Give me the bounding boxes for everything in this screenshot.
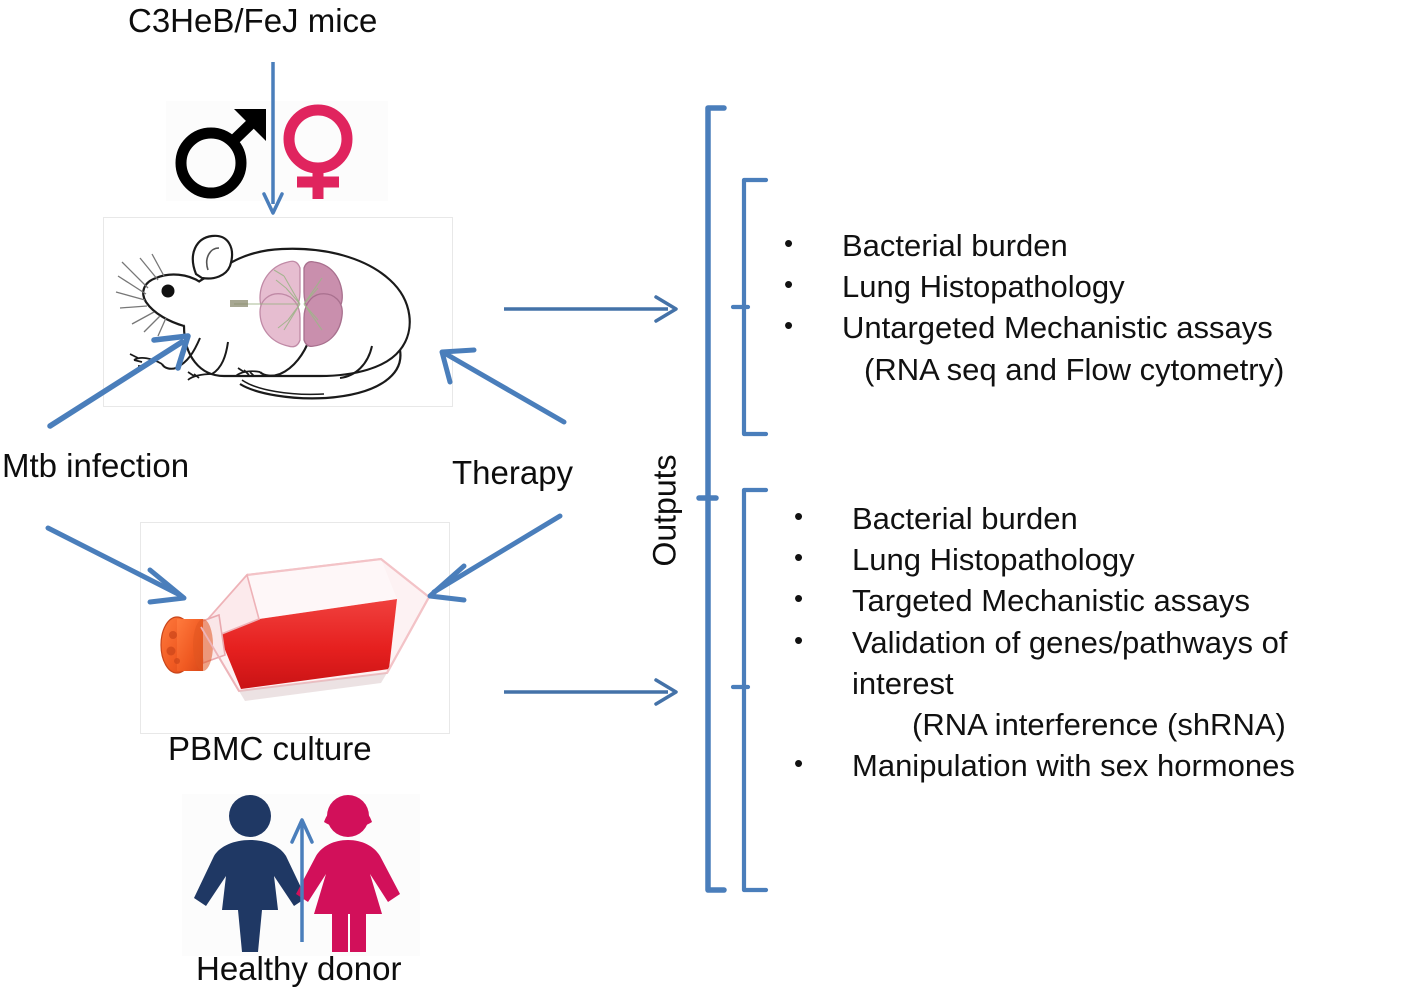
arrow-mtb-to-flask (45, 525, 187, 605)
bullet-marker: • (794, 583, 804, 614)
label-healthy-donor: Healthy donor (196, 950, 402, 987)
list-item-label: Lung Histopathology (852, 542, 1135, 578)
list-item-label: (RNA interference (shRNA) (912, 707, 1286, 743)
list-item-label: Untargeted Mechanistic assays (842, 310, 1273, 346)
arrow-therapy-to-flask (427, 513, 563, 603)
list-item-label: Targeted Mechanistic assays (852, 583, 1251, 619)
flask-cap-dimples (166, 631, 180, 664)
sex-symbols-panel (166, 101, 388, 201)
mouse-head (142, 273, 201, 328)
culture-flask-icon (160, 557, 431, 701)
bullet-marker: • (784, 228, 794, 258)
mouse-tail (239, 349, 402, 400)
list-item: • Manipulation with sex hormones (794, 745, 1422, 786)
list-item: • (RNA seq and Flow cytometry) (784, 349, 1414, 390)
in-vivo-bracket (730, 177, 769, 437)
bullet-marker: • (784, 310, 794, 341)
arrow-mouse-to-outputs (504, 295, 678, 323)
list-item: • Validation of genes/pathways of (794, 622, 1422, 663)
list-item: • interest (794, 663, 1422, 704)
bullet-marker: • (794, 542, 804, 573)
lungs-icon (230, 260, 343, 348)
healthy-donor-icons (194, 795, 400, 952)
mouse-eye (161, 284, 175, 298)
list-item: • Lung Histopathology (784, 266, 1414, 307)
list-item-label: Lung Histopathology (842, 269, 1125, 305)
in-vitro-bracket (730, 487, 769, 893)
figure-title: C3HeB/FeJ mice (128, 2, 378, 39)
list-item: • Untargeted Mechanistic assays (784, 307, 1414, 348)
in-vitro-outputs-list: • Bacterial burden • Lung Histopathology… (794, 498, 1422, 787)
list-item: • Lung Histopathology (794, 539, 1422, 580)
list-item: • Targeted Mechanistic assays (794, 580, 1422, 621)
male-person-icon (194, 795, 306, 952)
arrow-mtb-to-mouse (47, 333, 191, 429)
label-pbmc-culture: PBMC culture (168, 730, 372, 767)
arrow-therapy-to-mouse (439, 347, 567, 425)
arrow-symbols-to-mouse (262, 62, 284, 215)
arrow-flask-to-outputs (504, 678, 678, 706)
up-arrow-icon (290, 818, 314, 942)
list-item-label: Bacterial burden (842, 228, 1068, 263)
bullet-marker: • (794, 748, 804, 779)
bullet-marker: • (794, 624, 804, 655)
list-item: • Bacterial burden (794, 498, 1422, 539)
sex-symbols-svg (175, 104, 353, 199)
list-item-label: Bacterial burden (852, 501, 1078, 536)
flask-medium (219, 599, 397, 689)
male-arrow-head-icon (234, 109, 266, 141)
bullet-marker: • (794, 501, 804, 531)
pbmc-flask-panel (140, 522, 450, 734)
label-mtb-infection: Mtb infection (2, 447, 190, 484)
list-item-label: interest (852, 665, 954, 701)
mouse-whiskers (115, 253, 167, 337)
male-symbol-icon (175, 110, 265, 199)
list-item: • (RNA interference (shRNA) (794, 704, 1422, 745)
female-person-icon (296, 795, 400, 952)
bullet-marker: • (784, 269, 794, 300)
female-symbol-icon (283, 104, 353, 199)
mouse-ear (191, 234, 234, 280)
list-item-label: Validation of genes/pathways of (852, 624, 1288, 660)
in-vivo-outputs-list: • Bacterial burden • Lung Histopathology… (784, 225, 1414, 390)
outputs-label-wrap: Outputs (601, 440, 729, 580)
list-item-label: (RNA seq and Flow cytometry) (864, 351, 1285, 387)
list-item-label: Manipulation with sex hormones (852, 748, 1295, 784)
list-item: • Bacterial burden (784, 225, 1414, 266)
label-therapy: Therapy (452, 454, 574, 491)
outputs-main-bracket (696, 105, 727, 893)
mouse-hind-paw (235, 367, 261, 377)
mouse-illustration-icon (115, 234, 411, 400)
outputs-label: Outputs (646, 453, 683, 567)
mouse-panel (103, 217, 453, 407)
healthy-donor-panel (182, 794, 420, 956)
